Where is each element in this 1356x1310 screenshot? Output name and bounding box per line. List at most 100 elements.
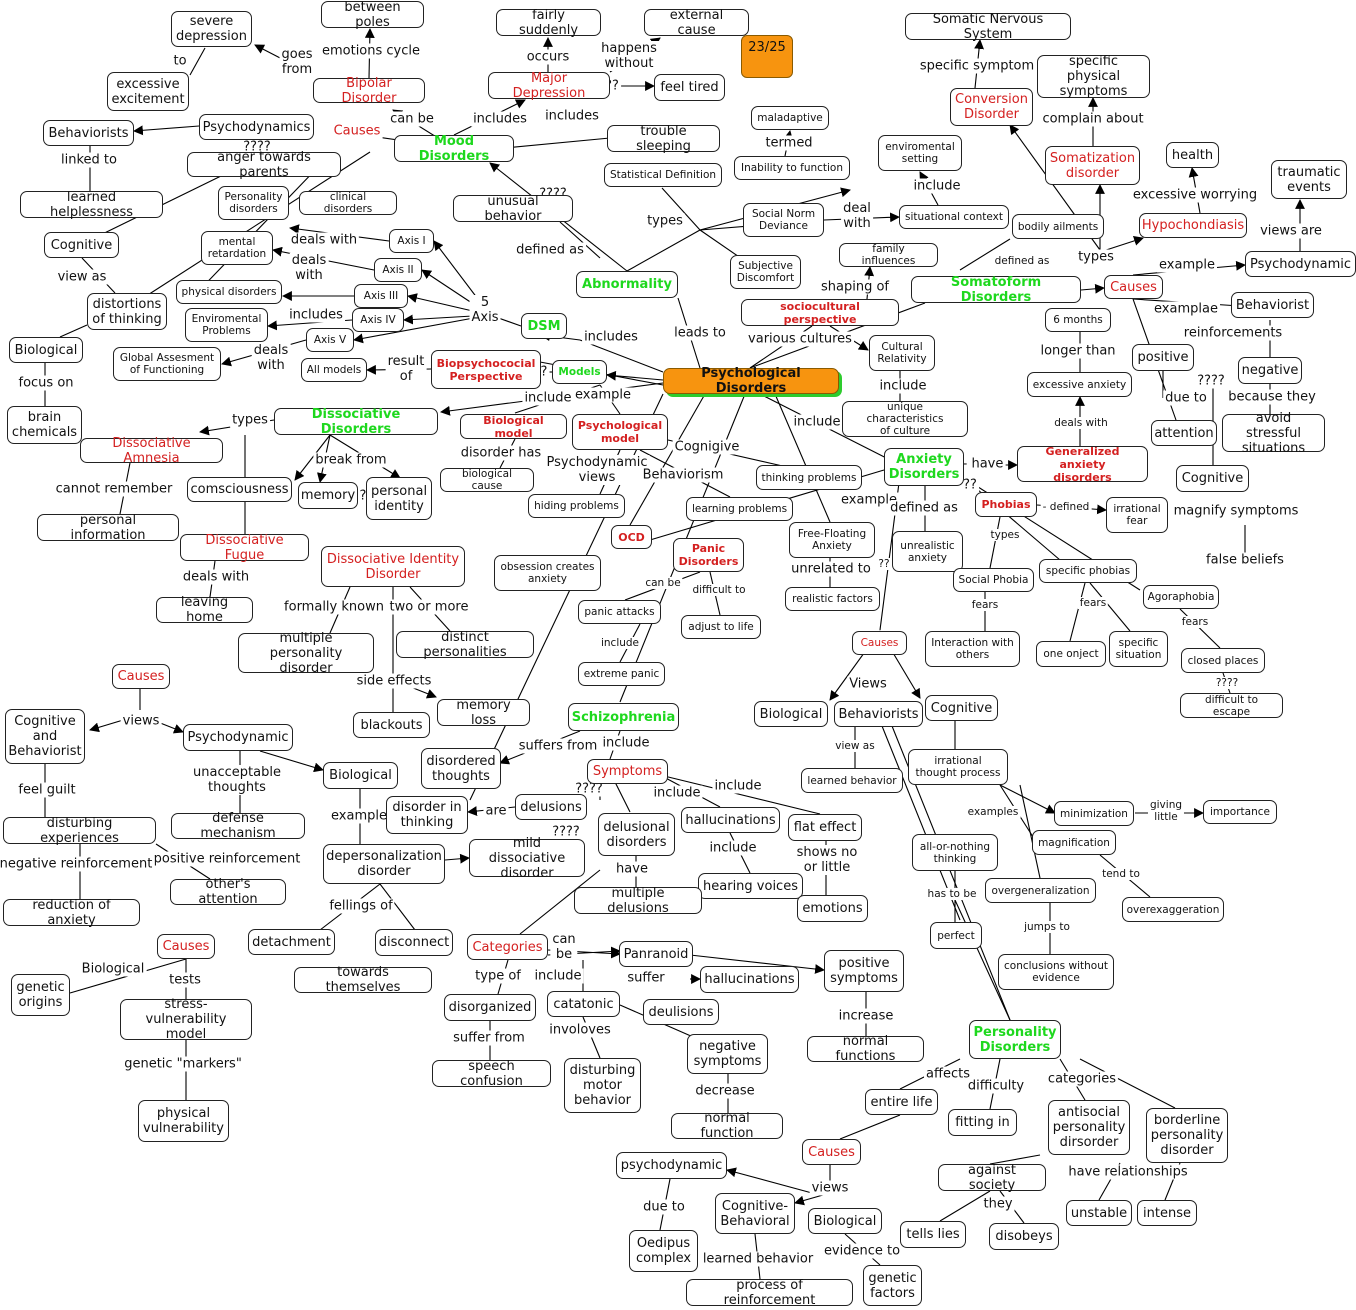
concept-node-disconnect[interactable]: disconnect [375,929,453,956]
concept-node-personality-disorders[interactable]: Personality disorders [218,186,289,220]
concept-node-against-society[interactable]: against society [938,1163,1046,1193]
concept-node-causes[interactable]: Causes [802,1139,861,1165]
concept-node-abnormality[interactable]: Abnormality [576,271,678,298]
concept-node-genetic-factors[interactable]: genetic factors [863,1265,922,1306]
concept-node-sociocultural-perspective[interactable]: sociocultural perspective [741,299,899,326]
concept-node-panic-attacks[interactable]: panic attacks [578,600,661,624]
concept-node-specific-situation[interactable]: specific situation [1109,631,1168,667]
concept-node-clinical-disorders[interactable]: clinical disorders [299,191,397,215]
concept-node-comsciousness[interactable]: comsciousness [187,477,292,502]
concept-node-mild-dissociative-disorder[interactable]: mild dissociative disorder [469,836,585,881]
concept-node-psychological-disorders[interactable]: Psychological Disorders [663,366,839,396]
concept-node-cognitive[interactable]: Cognitive [925,695,998,721]
concept-node-delusions[interactable]: delusions [515,794,587,820]
concept-node-disturbing-motor-behavior[interactable]: disturbing motor behavior [564,1058,641,1113]
concept-node-psychodynamics[interactable]: Psychodynamics [199,114,314,140]
concept-node-cultural-relativity[interactable]: Cultural Relativity [869,335,935,371]
concept-node-unrealistic-anxiety[interactable]: unrealistic anxiety [892,531,963,572]
concept-node-disordered-thoughts[interactable]: disordered thoughts [421,748,501,789]
concept-node-realistic-factors[interactable]: realistic factors [785,587,880,611]
concept-node-family-influences[interactable]: family influences [839,243,938,267]
concept-node-unusual-behavior[interactable]: unusual behavior [453,194,573,224]
concept-node-anxiety-disorders[interactable]: Anxiety Disorders [884,448,964,486]
concept-node-hearing-voices[interactable]: hearing voices [698,873,803,899]
concept-node-somatization-disorder[interactable]: Somatization disorder [1045,146,1140,185]
concept-node-towards-themselves[interactable]: towards themselves [294,965,432,995]
concept-node-fairly-suddenly[interactable]: fairly suddenly [496,8,601,38]
concept-node-positive[interactable]: positive [1132,344,1194,371]
concept-node-symptoms[interactable]: Symptoms [587,759,668,784]
concept-node-statistical-definition[interactable]: Statistical Definition [604,163,722,187]
concept-node-global-assesment-of-functioning[interactable]: Global Assesment of Functioning [113,347,221,381]
concept-node-anger-towards-parents[interactable]: anger towards parents [187,150,341,180]
concept-node-negative-symptoms[interactable]: negative symptoms [687,1034,768,1074]
concept-node-enviromental-problems[interactable]: Enviromental Problems [185,308,268,342]
concept-node-obsession-creates-anxiety[interactable]: obsession creates anxiety [494,555,601,591]
concept-node-dissociative-disorders[interactable]: Dissociative Disorders [274,407,438,437]
concept-node-negative[interactable]: negative [1238,357,1302,384]
concept-node-conversion-disorder[interactable]: Conversion Disorder [950,88,1033,126]
concept-node-other-s-attention[interactable]: other's attention [170,877,286,907]
concept-node-learned-helplessness[interactable]: learned helplessness [20,190,163,220]
concept-node-borderline-personality-disorder[interactable]: borderline personality disorder [1146,1108,1228,1163]
concept-node-inability-to-function[interactable]: Inability to function [734,156,850,180]
concept-node-reduction-of-anxiety[interactable]: reduction of anxiety [3,898,140,928]
concept-node-thinking-problems[interactable]: thinking problems [756,465,862,490]
concept-node-closed-places[interactable]: closed places [1181,648,1265,673]
concept-node-memory[interactable]: memory [298,482,358,509]
concept-node-causes[interactable]: Causes [1104,275,1163,299]
concept-node-somatoform-disorders[interactable]: Somatoform Disorders [911,275,1081,305]
concept-node-speech-confusion[interactable]: speech confusion [432,1059,551,1089]
concept-node-biological[interactable]: Biological [808,1208,882,1234]
concept-node-learning-problems[interactable]: learning problems [686,497,793,521]
concept-node-entire-life[interactable]: entire life [865,1089,938,1115]
concept-node-stress-vulnerability-model[interactable]: stress-vulnerability model [120,997,252,1042]
concept-node-enviromental-setting[interactable]: enviromental setting [878,135,962,171]
concept-node-excessive-anxiety[interactable]: excessive anxiety [1027,372,1132,397]
concept-node-brain-chemicals[interactable]: brain chemicals [7,406,82,444]
concept-node-biological-model[interactable]: Biological model [460,414,567,440]
concept-node-avoid-stressful-situations[interactable]: avoid stressful situations [1222,411,1325,456]
concept-node-free-floating-anxiety[interactable]: Free-Floating Anxiety [789,522,875,558]
concept-node-external-cause[interactable]: external cause [644,8,749,38]
concept-node-causes[interactable]: Causes [157,934,215,959]
concept-node-distortions-of-thinking[interactable]: distortions of thinking [87,293,167,330]
concept-node-biological[interactable]: Biological [754,701,828,727]
concept-node-traumatic-events[interactable]: traumatic events [1271,160,1347,199]
concept-node-subjective-discomfort[interactable]: Subjective Discomfort [730,255,801,289]
concept-node-panranoid[interactable]: Panranoid [619,941,693,967]
concept-node-psychodynamic[interactable]: psychodynamic [616,1152,727,1179]
concept-node-psychological-model[interactable]: Psychological model [572,414,668,450]
concept-node-6-months[interactable]: 6 months [1045,308,1111,332]
concept-node-disobeys[interactable]: disobeys [989,1223,1059,1250]
concept-node-disturbing-experiences[interactable]: disturbing experiences [3,816,156,846]
concept-node-perfect[interactable]: perfect [930,922,982,949]
concept-node-social-norm-deviance[interactable]: Social Norm Deviance [743,203,824,237]
concept-node-generalized-anxiety-disorders[interactable]: Generalized anxiety disorders [1017,445,1148,484]
concept-node-behaviorist[interactable]: Behaviorist [1231,292,1314,318]
concept-node-unstable[interactable]: unstable [1066,1200,1132,1226]
concept-node-feel-tired[interactable]: feel tired [654,74,725,101]
concept-node-hypochondiasis[interactable]: Hypochondiasis [1139,213,1247,238]
concept-node-biological[interactable]: Biological [323,762,398,789]
concept-node-learned-behavior[interactable]: learned behavior [801,768,903,793]
concept-node-agoraphobia[interactable]: Agoraphobia [1143,585,1219,609]
concept-node-schizophrenia[interactable]: Schizophrenia [568,703,679,731]
concept-node-cognitive-and-behaviorist[interactable]: Cognitive and Behaviorist [5,709,85,764]
concept-node-23-25[interactable]: 23/25 [741,35,793,78]
concept-node-normal-function[interactable]: normal function [671,1111,783,1141]
concept-node-ocd[interactable]: OCD [611,525,652,549]
concept-node-biological[interactable]: Biological [9,337,83,363]
concept-node-hallucinations[interactable]: hallucinations [700,966,799,993]
concept-node-biological-cause[interactable]: biological cause [440,468,534,492]
concept-node-positive-symptoms[interactable]: positive symptoms [824,950,904,992]
concept-node-major-depression[interactable]: Major Depression [488,71,610,101]
concept-node-axis-i[interactable]: Axis I [389,229,434,253]
concept-node-irrational-fear[interactable]: irrational fear [1106,497,1168,533]
concept-node-interaction-with-others[interactable]: Interaction with others [925,631,1020,667]
concept-node-psychodynamic[interactable]: Psychodynamic [183,724,293,751]
concept-node-dissociative-identity-disorder[interactable]: Dissociative Identity Disorder [321,546,465,587]
concept-node-cognitive[interactable]: Cognitive [44,232,119,258]
concept-node-conclusions-without-evidence[interactable]: conclusions without evidence [998,954,1114,990]
concept-node-multiple-delusions[interactable]: multiple delusions [574,886,702,916]
